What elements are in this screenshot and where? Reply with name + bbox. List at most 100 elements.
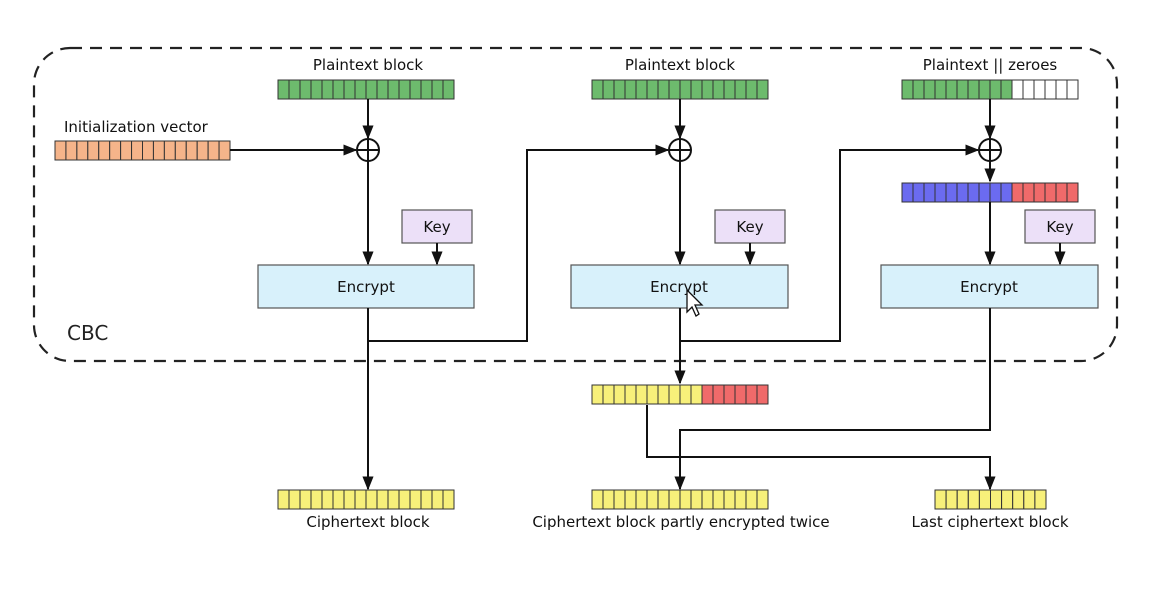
mouse-pointer-icon <box>686 288 704 317</box>
block-cell <box>756 384 769 405</box>
block-cell <box>1044 182 1057 203</box>
block-cell <box>613 489 626 510</box>
block-cell <box>978 182 991 203</box>
encrypt-box-2 <box>570 264 789 309</box>
block-cell <box>934 489 947 510</box>
block-cell <box>657 489 670 510</box>
block-cell <box>734 79 747 100</box>
block-cell <box>591 489 604 510</box>
block-cell <box>109 140 122 161</box>
block-cell <box>956 489 969 510</box>
block-cell <box>978 79 991 100</box>
block-cell <box>398 79 411 100</box>
key-box-3 <box>1024 209 1096 244</box>
block-cell <box>668 79 681 100</box>
block-bars <box>54 79 1079 510</box>
block-cell <box>989 182 1002 203</box>
block-cell <box>657 384 670 405</box>
block-cell <box>1001 489 1014 510</box>
block-cell <box>1011 79 1024 100</box>
block-cell <box>196 140 209 161</box>
encrypt-label-2: Encrypt <box>650 278 708 296</box>
cbc-label: CBC <box>67 321 108 345</box>
block-cell <box>1044 79 1057 100</box>
block-cell <box>745 489 758 510</box>
ciphertext-label-3: Last ciphertext block <box>911 513 1068 531</box>
block-cell <box>152 140 165 161</box>
partial-cipher-block <box>591 384 769 405</box>
plaintext-label-1: Plaintext block <box>313 56 424 74</box>
plaintext-block-2 <box>591 79 769 100</box>
block-cell <box>207 140 220 161</box>
ciphertext-block-2 <box>591 489 769 510</box>
block-cell <box>321 79 334 100</box>
block-cell <box>332 79 345 100</box>
block-cell <box>668 384 681 405</box>
block-cell <box>690 79 703 100</box>
block-cell <box>701 489 714 510</box>
block-cell <box>1034 489 1047 510</box>
block-cell <box>1022 79 1035 100</box>
block-cell <box>387 489 400 510</box>
block-cell <box>185 140 198 161</box>
block-cell <box>1022 182 1035 203</box>
block-cell <box>646 79 659 100</box>
encrypt-box-3 <box>880 264 1099 309</box>
block-cell <box>624 489 637 510</box>
block-cell <box>967 79 980 100</box>
block-cell <box>712 79 725 100</box>
block-cell <box>163 140 176 161</box>
block-cell <box>934 182 947 203</box>
xor-icon <box>356 138 380 162</box>
block-cell <box>635 79 648 100</box>
block-cell <box>1055 182 1068 203</box>
block-cell <box>923 79 936 100</box>
block-cell <box>745 384 758 405</box>
block-cell <box>277 79 290 100</box>
ciphertext-label-2: Ciphertext block partly encrypted twice <box>532 513 829 531</box>
block-cell <box>679 384 692 405</box>
block-cell <box>613 384 626 405</box>
block-cell <box>912 79 925 100</box>
block-cell <box>354 79 367 100</box>
block-cell <box>98 140 111 161</box>
block-cell <box>442 489 455 510</box>
block-cell <box>299 79 312 100</box>
block-cell <box>354 489 367 510</box>
block-cell <box>734 384 747 405</box>
block-cell <box>299 489 312 510</box>
key-label-2: Key <box>736 218 763 236</box>
block-cell <box>409 79 422 100</box>
block-cell <box>990 489 1003 510</box>
block-cell <box>624 384 637 405</box>
block-cell <box>989 79 1002 100</box>
block-cell <box>602 489 615 510</box>
block-cell <box>602 384 615 405</box>
block-cell <box>321 489 334 510</box>
block-cell <box>945 489 958 510</box>
encrypt-label-3: Encrypt <box>960 278 1018 296</box>
block-cell <box>218 140 231 161</box>
block-cell <box>1023 489 1036 510</box>
block-cell <box>398 489 411 510</box>
block-cell <box>310 489 323 510</box>
cbc-boundary <box>32 46 1119 363</box>
block-cell <box>409 489 422 510</box>
block-cell <box>967 182 980 203</box>
block-cell <box>343 79 356 100</box>
intermediate-block <box>901 182 1079 203</box>
block-cell <box>591 384 604 405</box>
encrypt-label-1: Encrypt <box>337 278 395 296</box>
block-cell <box>310 79 323 100</box>
block-cell <box>1055 79 1068 100</box>
block-cell <box>431 489 444 510</box>
block-cell <box>701 79 714 100</box>
block-cell <box>756 489 769 510</box>
block-cell <box>723 79 736 100</box>
iv-block <box>54 140 231 161</box>
block-cell <box>1033 182 1046 203</box>
block-cell <box>442 79 455 100</box>
block-cell <box>142 140 154 161</box>
block-cell <box>756 79 769 100</box>
block-cell <box>54 140 67 161</box>
